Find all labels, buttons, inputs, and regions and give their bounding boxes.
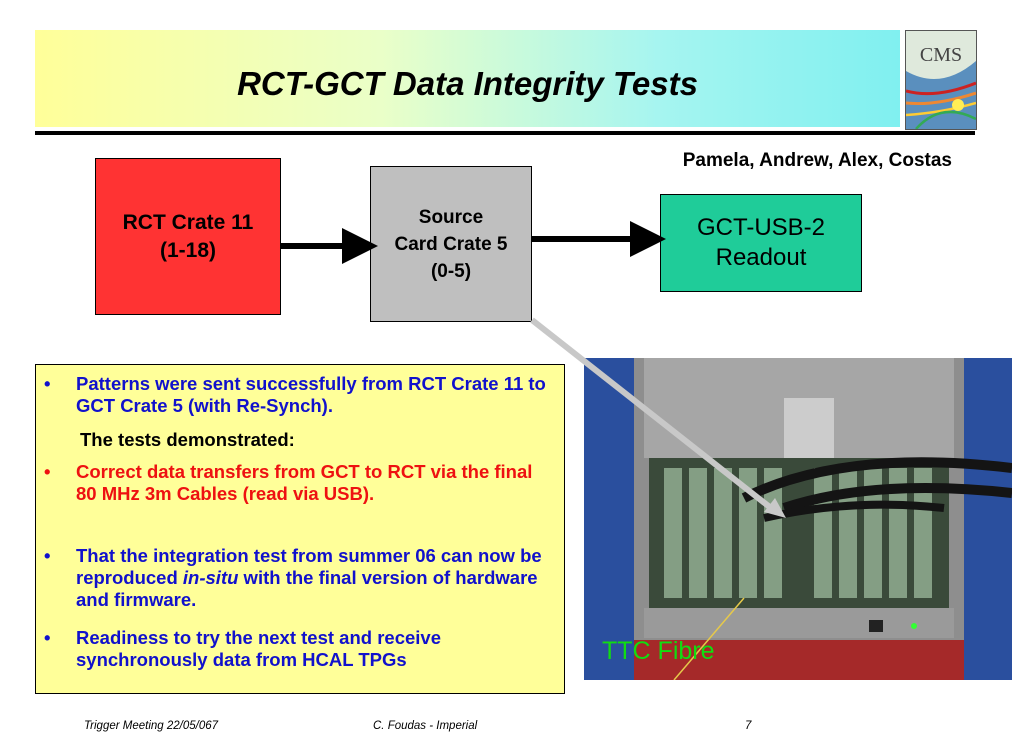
bullet-text: Patterns were sent successfully from RCT… [76,373,546,416]
subheading-text: The tests demonstrated: [80,429,295,450]
bullet-marker: • [44,373,51,394]
bullet-box: • Patterns were sent successfully from R… [35,364,565,694]
source-box-line3: (0-5) [430,260,472,282]
source-box-line1: Source [418,206,484,228]
title-rule [35,131,975,135]
source-box-line2: Card Crate 5 [394,233,508,255]
bullet-text-emphasis: in-situ [182,567,239,588]
bullet-text: That the integration test from summer 06… [76,545,552,611]
source-card-crate-box: Source Card Crate 5 (0-5) [370,166,532,322]
logo-text: CMS [920,44,962,66]
crate-photo [584,358,1013,681]
footer-author: C. Foudas - Imperial [373,720,478,732]
bullet-text-pre: That the integration test from summer 06… [76,545,542,588]
rct-box-line2: (1-18) [159,238,217,262]
rct-box-line1: RCT Crate 11 [122,210,254,234]
gct-box-line2: Readout [715,244,807,271]
footer-meeting: Trigger Meeting 22/05/067 [84,720,219,732]
footer-page-number: 7 [745,720,752,732]
gct-usb-readout-box: GCT-USB-2 Readout [660,194,862,292]
title-banner: RCT-GCT Data Integrity Tests [35,30,900,127]
bullet-text: Correct data transfers from GCT to RCT v… [76,461,533,504]
slide-title: RCT-GCT Data Integrity Tests [237,65,698,102]
bullet-marker: • [44,627,51,648]
gct-box-line1: GCT-USB-2 [696,214,825,241]
bullet-text: Readiness to try the next test and recei… [76,627,441,670]
bullet-marker: • [44,545,51,566]
cms-logo-graphic: CMS [906,31,976,129]
bullet-marker: • [44,461,51,482]
cms-logo: CMS [905,30,977,130]
ttc-fibre-label: TTC Fibre [602,637,715,665]
rct-crate-box: RCT Crate 11 (1-18) [95,158,281,315]
authors: Pamela, Andrew, Alex, Costas [682,150,952,171]
bullet-text-post: with the final version of hardware and f… [76,567,538,610]
